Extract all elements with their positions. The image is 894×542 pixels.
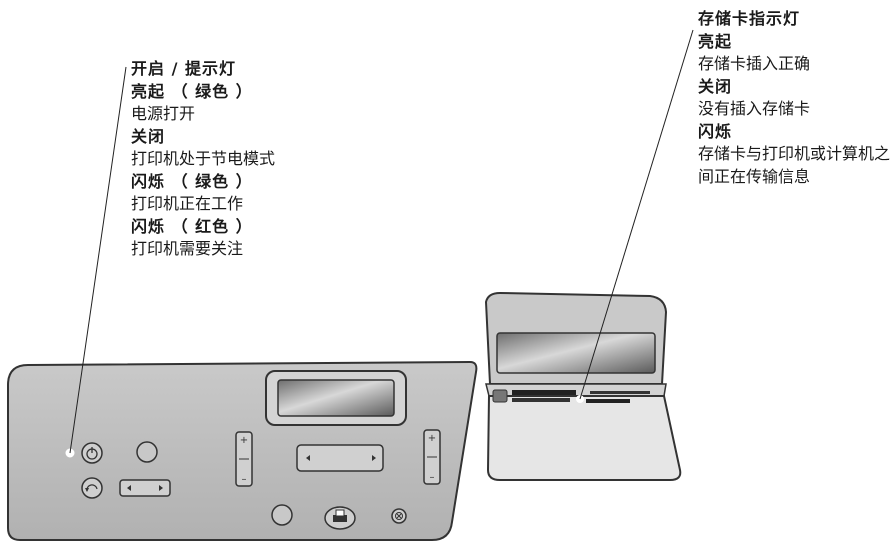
card-slot-2[interactable] (512, 398, 570, 402)
minus-label: – (430, 472, 435, 483)
small-arrow-control[interactable] (119, 479, 171, 497)
power-state-on-meaning: 电源打开 (131, 104, 196, 123)
card-slot-small (492, 389, 508, 403)
print-icon (333, 509, 347, 522)
power-leader-line (69, 66, 127, 454)
cancel-button[interactable] (391, 508, 407, 524)
preview-screen (496, 332, 656, 374)
rotate-button[interactable] (81, 477, 103, 499)
right-arrow-icon (159, 485, 163, 491)
power-state-blink-red: 闪烁 （ 红色 ） (131, 216, 253, 236)
power-state-blink-green: 闪烁 （ 绿色 ） (131, 171, 253, 191)
power-state-off: 关闭 (131, 126, 166, 146)
power-icon (86, 447, 98, 460)
card-slot-3[interactable] (590, 391, 650, 394)
zoom-rocker-left[interactable]: + – (235, 431, 253, 487)
lcd-screen (277, 379, 395, 417)
power-light-callout: 开启 / 提示灯 亮起 （ 绿色 ） 电源打开 关闭 打印机处于节电模式 闪烁 … (131, 58, 275, 261)
card-state-off: 关闭 (698, 76, 733, 96)
right-arrow-icon (372, 455, 376, 461)
round-button-bottom[interactable] (271, 504, 293, 526)
power-state-on: 亮起 （ 绿色 ） (131, 81, 253, 101)
round-button-top[interactable] (136, 441, 158, 463)
memory-card-light-callout: 存储卡指示灯 亮起 存储卡插入正确 关闭 没有插入存储卡 闪烁 存储卡与打印机或… (698, 8, 894, 188)
plus-label: + (428, 433, 436, 444)
power-callout-title: 开启 / 提示灯 (131, 59, 236, 78)
card-slot-4[interactable] (586, 399, 630, 403)
card-leader-line (579, 29, 694, 400)
card-callout-title: 存储卡指示灯 (698, 9, 801, 28)
zoom-rocker-right[interactable]: + – (423, 429, 441, 485)
card-state-blink: 闪烁 (698, 121, 733, 141)
cancel-x-icon (395, 512, 403, 520)
power-button[interactable] (81, 442, 103, 464)
print-button[interactable] (324, 506, 356, 530)
left-arrow-icon (127, 485, 131, 491)
minus-label: – (242, 474, 247, 485)
left-arrow-icon (306, 455, 310, 461)
card-slot-1[interactable] (512, 390, 576, 395)
card-state-on: 亮起 (698, 31, 733, 51)
card-state-on-meaning: 存储卡插入正确 (698, 54, 811, 73)
power-state-off-meaning: 打印机处于节电模式 (131, 149, 276, 168)
plus-label: + (240, 435, 248, 446)
power-state-blink-green-meaning: 打印机正在工作 (131, 194, 244, 213)
power-state-blink-red-meaning: 打印机需要关注 (131, 239, 244, 258)
card-state-off-meaning: 没有插入存储卡 (698, 99, 811, 118)
card-state-blink-meaning: 存储卡与打印机或计算机之间正在传输信息 (698, 144, 891, 186)
center-arrow-control[interactable] (296, 444, 384, 472)
card-slot-unit (484, 291, 682, 481)
